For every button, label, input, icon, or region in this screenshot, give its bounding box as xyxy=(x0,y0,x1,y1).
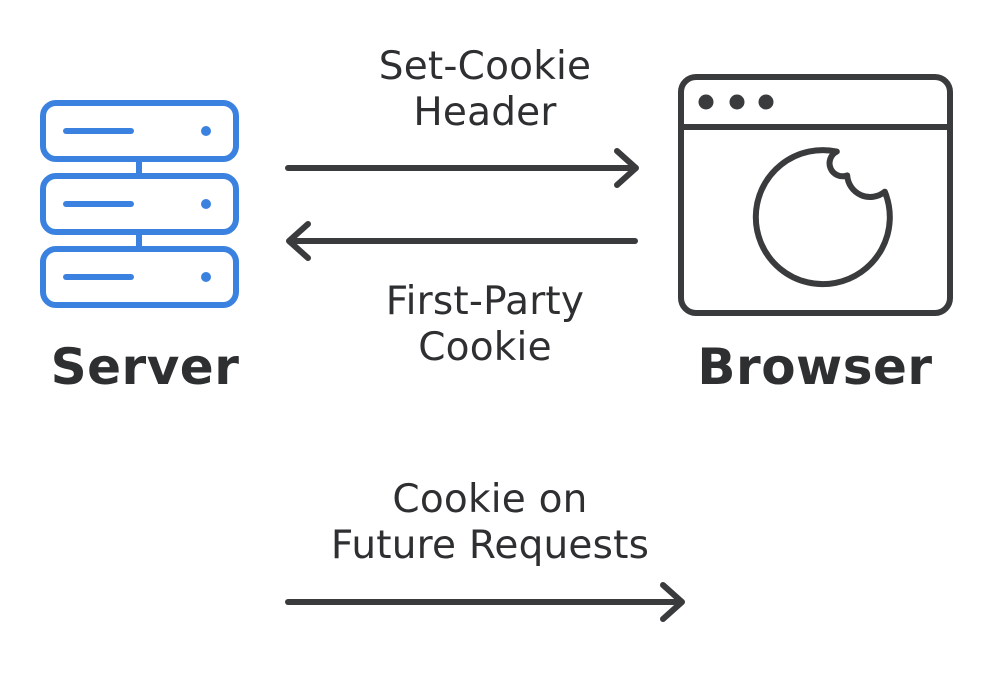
server-led-bottom xyxy=(201,272,211,282)
server-led-middle xyxy=(201,199,211,209)
server-label: Server xyxy=(50,338,240,396)
cookie-icon xyxy=(752,147,893,288)
set-cookie-label-line-2: Header xyxy=(413,90,557,136)
browser-label: Browser xyxy=(697,338,933,396)
first-party-cookie-label: First-Party Cookie xyxy=(320,279,650,371)
set-cookie-label-line-1: Set-Cookie xyxy=(378,44,592,89)
future-requests-label-line-2: Future Requests xyxy=(330,523,650,569)
browser-dot-2 xyxy=(729,94,745,110)
first-party-label-line-2: Cookie xyxy=(418,325,552,371)
arrow-set-cookie xyxy=(285,148,639,188)
browser-window-icon xyxy=(678,74,953,316)
browser-dot-3 xyxy=(758,94,774,110)
server-rack-icon xyxy=(40,100,239,308)
server-led-icons xyxy=(201,126,211,282)
arrow-future-requests-head xyxy=(660,582,685,622)
future-requests-label-line-1: Cookie on xyxy=(392,477,588,522)
arrow-first-party xyxy=(286,221,638,261)
browser-frame xyxy=(678,74,953,316)
server-led-top xyxy=(201,126,211,136)
set-cookie-header-label: Set-Cookie Header xyxy=(320,44,650,136)
arrow-first-party-head xyxy=(286,221,311,261)
browser-dots-icon xyxy=(698,94,774,110)
first-party-label-line-1: First-Party xyxy=(385,279,585,324)
arrow-set-cookie-head xyxy=(614,148,639,188)
arrow-future-requests xyxy=(285,582,685,622)
browser-dot-1 xyxy=(698,94,714,110)
future-requests-label: Cookie on Future Requests xyxy=(280,477,700,569)
